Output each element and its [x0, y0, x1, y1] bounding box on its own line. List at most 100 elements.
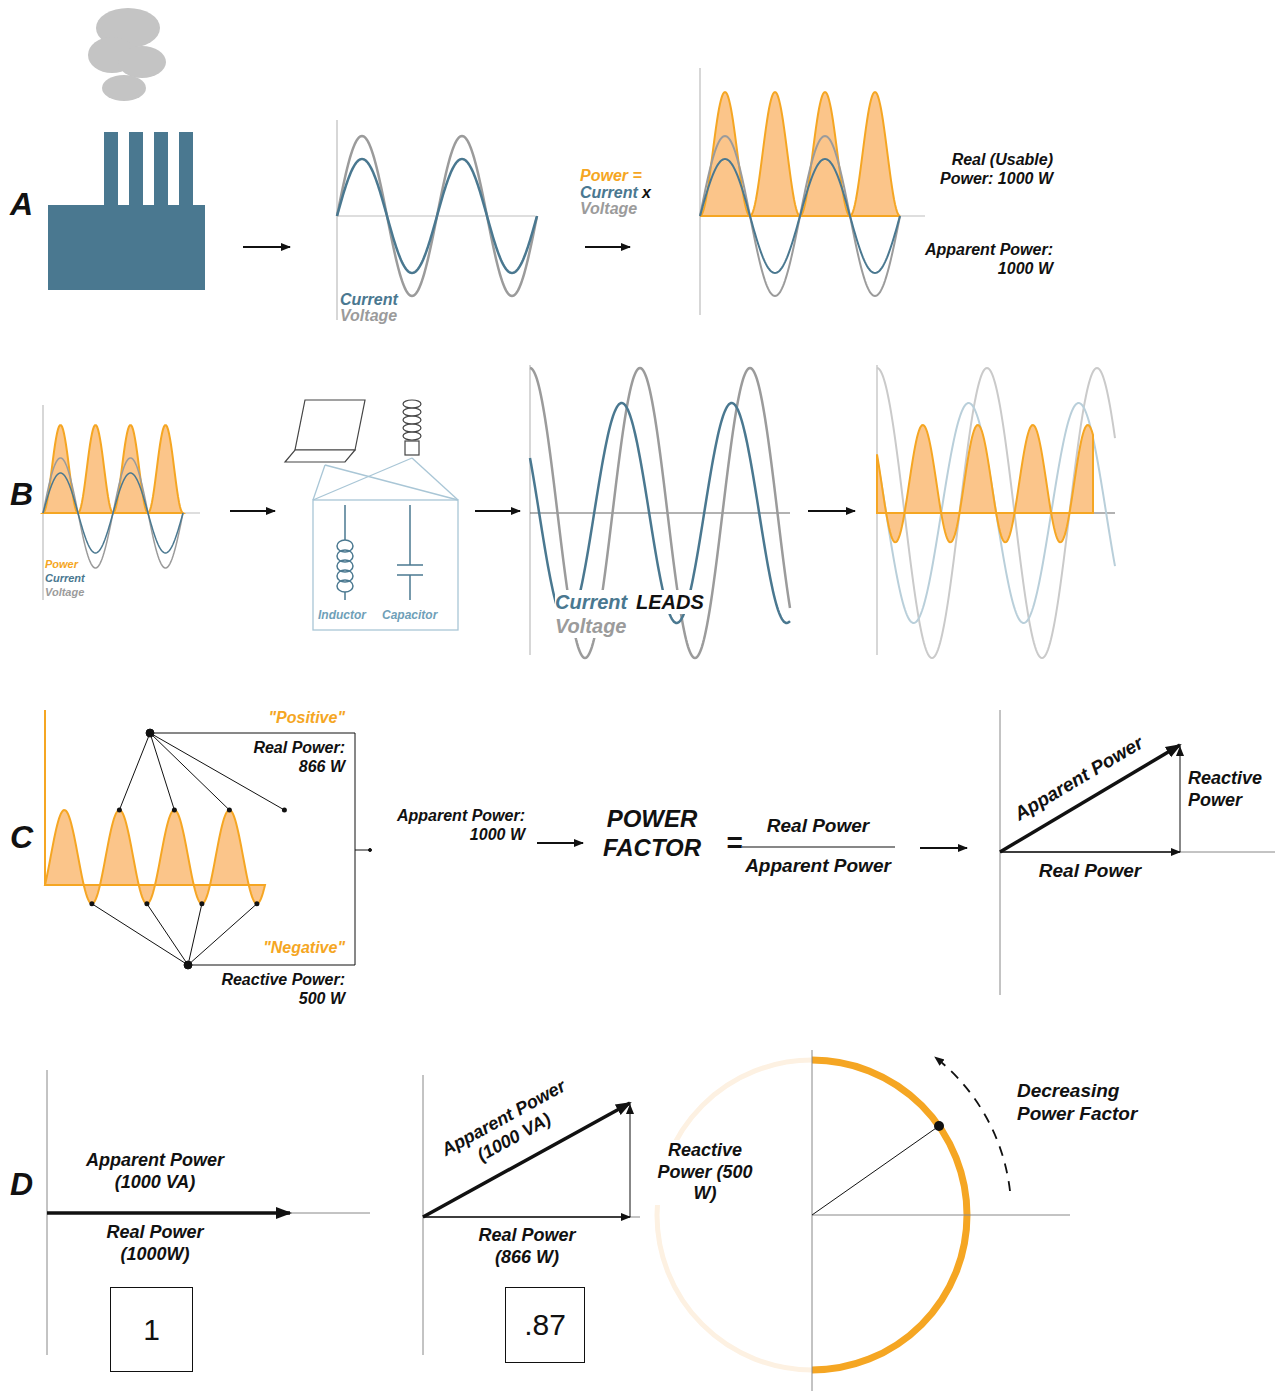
circuit [313, 458, 458, 630]
inductor-capacitor [409, 575, 411, 600]
equals-sign: = [726, 826, 742, 860]
inductor-capacitor [337, 580, 353, 592]
power-wave [43, 425, 183, 513]
power-wave [877, 425, 1093, 542]
inductor-capacitor [337, 505, 423, 600]
inductor-capacitor [344, 505, 346, 540]
inductor-capacitor [344, 592, 346, 600]
panel-letter: C [10, 818, 33, 856]
factory [129, 132, 143, 207]
formula-title: POWER FACTOR [587, 805, 717, 863]
phasor-chart [47, 1213, 370, 1214]
plot-axis [699, 68, 700, 315]
bracket [45, 710, 372, 969]
panel-letter: B [10, 475, 33, 513]
voltage-wave [700, 136, 900, 296]
phasor-chart [1180, 747, 1181, 852]
power-factor-circle [657, 1050, 1070, 1391]
flow-arrow [475, 510, 520, 512]
fraction-denominator: Apparent Power [745, 855, 891, 878]
panel-letter: A [10, 185, 33, 223]
power-factor-circle [935, 1057, 1010, 1191]
circuit [313, 465, 325, 500]
plot-axis [530, 512, 790, 513]
peak-dot [282, 808, 287, 813]
factory [102, 75, 146, 101]
factory [154, 132, 168, 207]
panel-letter: D [10, 1165, 33, 1203]
circuit [313, 458, 412, 500]
factor-box: 1 [110, 1287, 193, 1372]
circuit [412, 458, 458, 500]
phasor-chart [1000, 851, 1180, 853]
leader-line [188, 904, 202, 965]
phasor-chart [423, 1216, 630, 1218]
leader-line [92, 904, 188, 965]
plot-axis [336, 120, 337, 320]
current-wave [700, 159, 900, 273]
wave-note: LEADS [636, 590, 704, 614]
factory [48, 205, 205, 290]
factory [179, 132, 193, 207]
current-wave [877, 403, 1115, 623]
waveforms [43, 92, 1115, 965]
devices [405, 441, 419, 455]
devices [403, 416, 421, 424]
flow-arrow [585, 246, 630, 248]
vector-label: Reactive Power (500 W) [655, 1140, 755, 1205]
current-wave [530, 403, 790, 623]
bracket [355, 850, 370, 851]
wave-legend: Current [555, 590, 627, 614]
sign-label: "Negative" [263, 938, 345, 957]
component-label: Inductor [318, 608, 366, 622]
factory [48, 8, 205, 290]
bracket [188, 965, 355, 966]
bracket [355, 733, 356, 965]
formula-text: x [642, 183, 651, 202]
flow-arrow [537, 842, 583, 844]
flow-arrow [920, 847, 967, 849]
phasor-chart [1000, 852, 1275, 853]
trough-dot [199, 901, 204, 906]
inductor-capacitor [409, 505, 411, 565]
vector-label: Apparent Power (1000 VA) [420, 1066, 599, 1191]
devices [295, 400, 365, 450]
voltage-wave [877, 368, 1115, 658]
flow-arrow [808, 510, 855, 512]
devices [285, 400, 421, 462]
bracket [150, 733, 355, 734]
fraction-numerator: Real Power [767, 815, 869, 838]
arc-label: Decreasing Power Factor [1017, 1080, 1167, 1126]
vector-label: Reactive Power [1188, 768, 1268, 811]
plot-axis [43, 68, 1115, 655]
power-value: Real Power: 866 W [245, 738, 345, 776]
formula-text: Voltage [580, 199, 637, 218]
factory [104, 132, 118, 207]
circuit [313, 500, 458, 630]
flow-arrow [230, 510, 275, 512]
vector-label: Apparent Power (1000 VA) [65, 1150, 245, 1193]
devices [285, 450, 355, 462]
power-factor-circle [812, 1215, 1070, 1216]
power-factor-circle [812, 1126, 939, 1215]
flow-arrow [230, 247, 967, 848]
devices [403, 432, 421, 440]
vector-label: Real Power (866 W) [462, 1225, 592, 1268]
wave-legend: Voltage [340, 306, 397, 325]
phasor-chart [423, 1217, 640, 1218]
component-label: Capacitor [382, 608, 437, 622]
sign-label: "Positive" [268, 708, 345, 727]
vector-label: Real Power [1039, 860, 1141, 883]
plot-axis [529, 365, 530, 655]
peak-dot [117, 808, 122, 813]
flow-arrow [243, 246, 290, 248]
formula-text: Current [580, 183, 638, 202]
leader-line [119, 733, 150, 810]
current-wave [43, 473, 183, 553]
power-value: Apparent Power: 1000 W [903, 240, 1053, 278]
leader-line [188, 904, 257, 965]
wave-legend: Power [45, 558, 78, 571]
trough-dot [144, 901, 149, 906]
power-factor-circle [934, 1121, 944, 1131]
